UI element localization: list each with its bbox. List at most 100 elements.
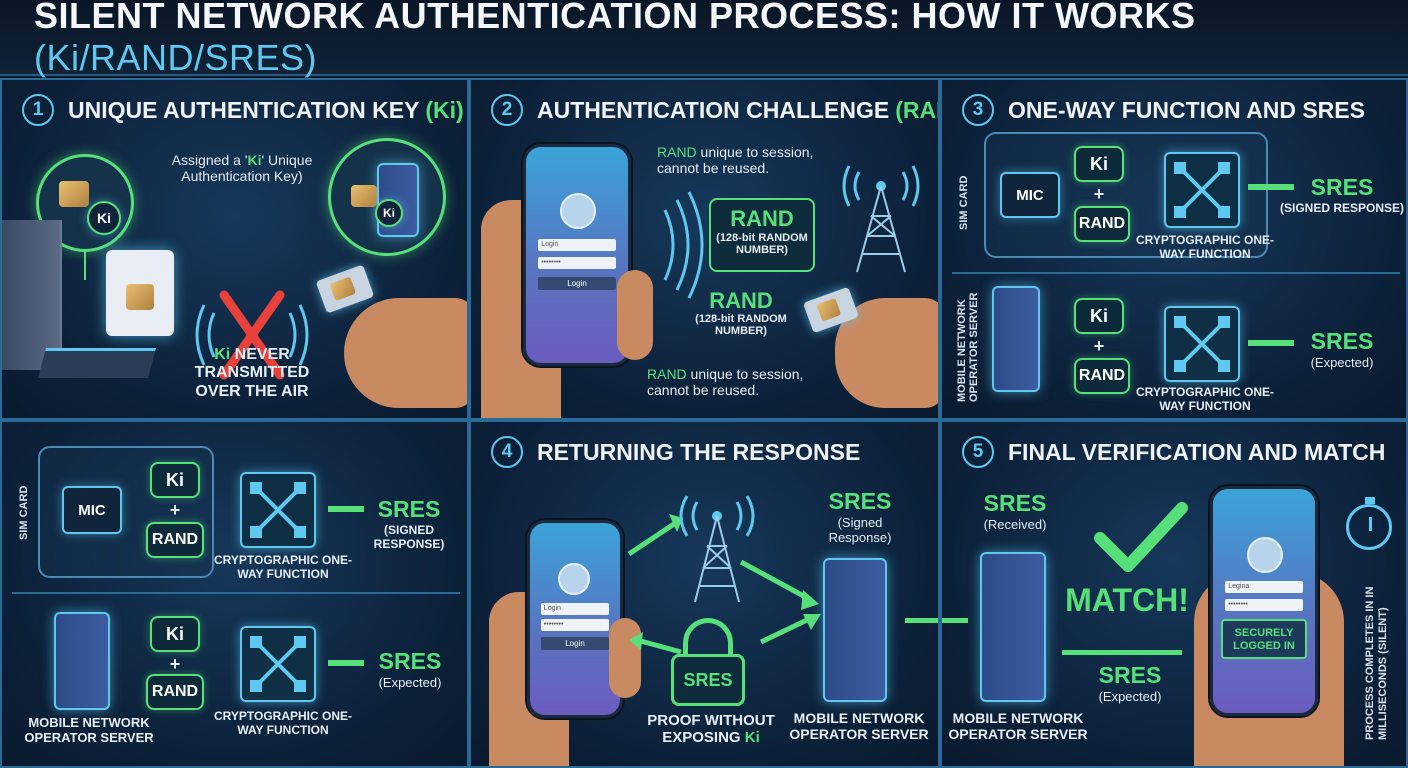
- checkmark-icon: [1094, 502, 1188, 572]
- proof-line1: PROOF WITHOUT: [647, 712, 775, 729]
- assign-post: ' Unique Authentication Key): [181, 152, 313, 185]
- panel-1-title: 1 UNIQUE AUTHENTICATION KEY(Ki): [22, 94, 464, 126]
- rand-note-top: RAND unique to session, cannot be reused…: [657, 144, 817, 176]
- panel-5-title: 5 FINAL VERIFICATION AND MATCH: [962, 436, 1385, 468]
- sim-gold-chip-icon: [816, 297, 842, 322]
- proof-key: Ki: [744, 729, 760, 747]
- function-label: CRYPTOGRAPHIC ONE-WAY FUNCTION: [1135, 233, 1274, 261]
- mic-chip: MIC: [62, 486, 122, 534]
- server-magnifier: Ki: [328, 138, 446, 256]
- hand-icon: [344, 298, 467, 408]
- rand-box: RAND: [1074, 206, 1130, 242]
- phone-icon: Login •••••••• Login: [523, 144, 631, 366]
- panel-3b-one-way: SIM CARD MIC Ki + RAND CRYPTOGRAPHIC ONE…: [0, 420, 469, 768]
- bubble-sub: (128-bit RANDOM NUMBER): [716, 232, 808, 257]
- ki-box: Ki: [150, 616, 200, 652]
- factory-machine-icon: [2, 220, 62, 370]
- login-button: Login: [538, 277, 616, 290]
- plus-sign: +: [1093, 336, 1105, 356]
- sres-sub: (Received): [983, 517, 1047, 532]
- radio-waves-icon: [663, 191, 704, 299]
- login-field: Login: [538, 239, 616, 251]
- sres-signed: SRES(SIGNED RESPONSE): [350, 496, 467, 551]
- arrow-icon: [328, 506, 364, 512]
- ki-badge: Ki: [87, 201, 121, 235]
- panel-1-unique-key: 1 UNIQUE AUTHENTICATION KEY(Ki) Ki Assign…: [0, 78, 469, 420]
- avatar-icon: [1247, 537, 1283, 573]
- proof-line2: EXPOSING: [662, 729, 745, 747]
- assign-key: Ki: [247, 152, 262, 168]
- function-icon: [240, 472, 316, 548]
- password-field: ••••••••: [1225, 599, 1303, 611]
- sres-text: SRES: [828, 488, 892, 514]
- note-text: unique to session, cannot be reused.: [657, 144, 814, 177]
- sim-gold-chip-icon: [329, 276, 357, 301]
- rand-box: RAND: [146, 674, 204, 710]
- server-label: MOBILE NETWORK OPERATOR SERVER: [948, 710, 1088, 743]
- avatar-icon: [558, 563, 590, 595]
- title-text: FINAL VERIFICATION AND MATCH: [1008, 438, 1386, 465]
- function-icon: [1164, 152, 1240, 228]
- title-text: UNIQUE AUTHENTICATION KEY: [68, 96, 420, 123]
- sres-text: SRES: [983, 490, 1047, 516]
- rand2-sub: (128-bit RANDOM NUMBER): [695, 313, 787, 338]
- title-text: SILENT NETWORK AUTHENTICATION PROCESS: H…: [34, 0, 1196, 36]
- rand-box: RAND: [146, 522, 204, 558]
- arrow-icon: [328, 660, 364, 666]
- match-label: MATCH!: [1065, 582, 1189, 618]
- password-field: ••••••••: [540, 619, 610, 631]
- plus-sign: +: [169, 654, 181, 674]
- function-label: CRYPTOGRAPHIC ONE-WAY FUNCTION: [213, 553, 352, 581]
- sim-card-label: SIM CARD: [958, 175, 970, 230]
- radio-waves-icon: [195, 290, 309, 380]
- login-button: Login: [540, 637, 610, 650]
- divider: [952, 272, 1400, 274]
- sres-text: SRES: [378, 648, 442, 674]
- step-number: 1: [22, 94, 54, 126]
- rand-label-mid: RAND (128-bit RANDOM NUMBER): [681, 288, 801, 337]
- title-accent: (RAND): [895, 96, 938, 123]
- sres-sub: (Expected): [1310, 355, 1374, 370]
- sim-gold-chip-icon: [126, 284, 154, 310]
- divider: [12, 592, 460, 594]
- sres-text: SRES: [1098, 662, 1162, 688]
- never-line3: OVER THE AIR: [195, 382, 309, 400]
- title-accent: (Ki): [425, 96, 464, 123]
- stopwatch-crown: [1365, 497, 1375, 504]
- sim-chip-icon: [59, 181, 89, 207]
- sim-card-label: SIM CARD: [18, 485, 30, 540]
- rand2-title: RAND: [709, 288, 773, 313]
- bubble-title: RAND: [730, 206, 794, 231]
- assign-label: Assigned a 'Ki' Unique Authentication Ke…: [152, 152, 332, 184]
- server-label: MOBILE NETWORK OPERATOR SERVER: [789, 710, 929, 743]
- password-field: ••••••••: [538, 257, 616, 269]
- server-icon: [823, 558, 887, 702]
- step-number: 5: [962, 436, 994, 468]
- sres-signed: SRES(SIGNED RESPONSE): [1274, 174, 1406, 215]
- rand-box: RAND: [1074, 358, 1130, 394]
- assign-pre: Assigned a ': [171, 152, 248, 168]
- lock-shackle: [683, 618, 733, 662]
- stopwatch-icon: [1346, 497, 1392, 550]
- function-icon: [1164, 306, 1240, 382]
- stopwatch-hand: [1369, 517, 1372, 531]
- step-number: 2: [491, 94, 523, 126]
- avatar-icon: [560, 193, 596, 229]
- header: SILENT NETWORK AUTHENTICATION PROCESS: H…: [0, 0, 1408, 78]
- sres-text: SRES: [1310, 174, 1374, 200]
- plus-sign: +: [1093, 184, 1105, 204]
- secure-badge: SECURELY LOGGED IN: [1221, 619, 1307, 659]
- sim-card-icon: [315, 264, 375, 314]
- login-field: Login: [540, 603, 610, 615]
- sres-sub: (SIGNED RESPONSE): [373, 523, 445, 551]
- note-key: RAND: [657, 144, 697, 160]
- timer-note: PROCESS COMPLETES IN IN MILLISECONDS (SI…: [1364, 586, 1390, 740]
- function-label: CRYPTOGRAPHIC ONE-WAY FUNCTION: [1135, 385, 1274, 413]
- sres-received: SRES(Received): [970, 490, 1060, 532]
